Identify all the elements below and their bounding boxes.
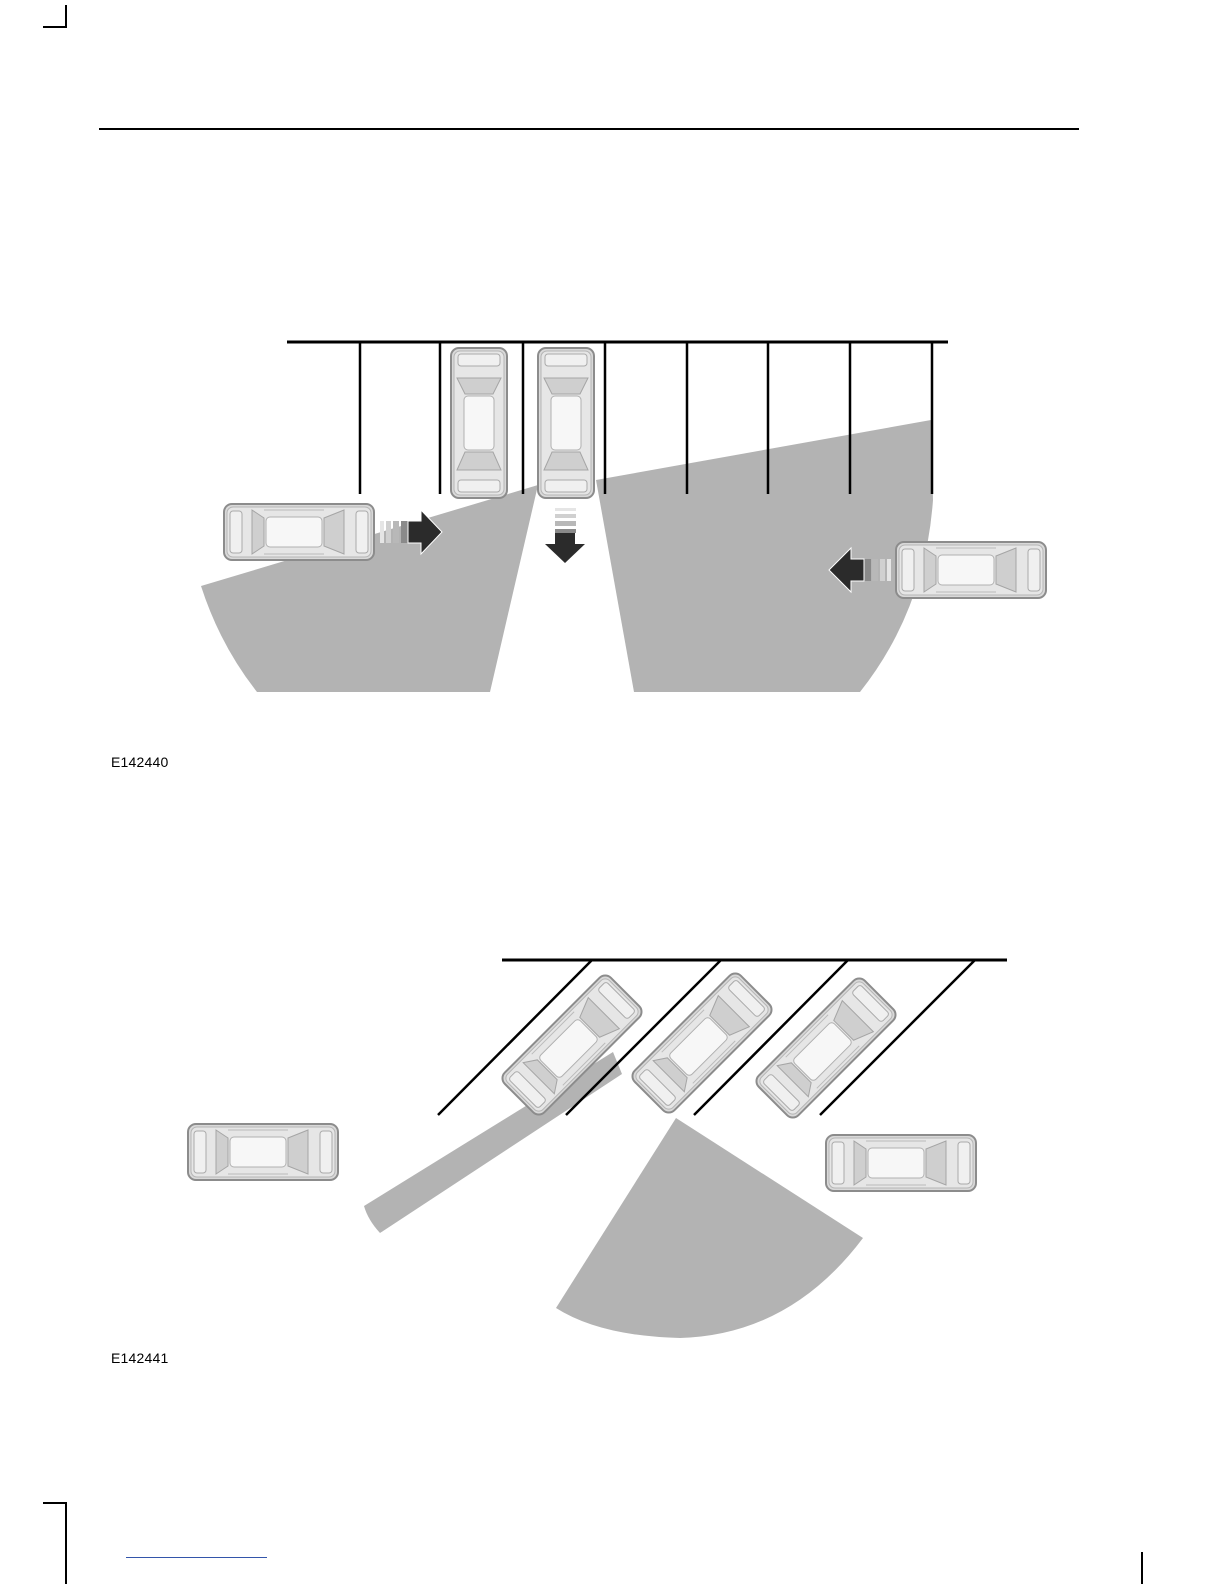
angled-parked-car-2 [629, 970, 775, 1116]
crop-mark-top-left-h [43, 26, 67, 28]
angled-parking-diagram [0, 950, 1224, 1350]
parked-car-1 [451, 348, 507, 498]
reversing-car [538, 348, 594, 498]
sensor-zone-wide [556, 1118, 863, 1338]
footer-link-underline[interactable] [126, 1557, 267, 1558]
arrow-down-icon [545, 508, 585, 563]
crop-mark-bottom-left-h [43, 1502, 67, 1504]
sensor-zone-right [596, 420, 933, 692]
approaching-car-left [188, 1124, 338, 1180]
perpendicular-parking-diagram [0, 300, 1224, 720]
figure-code-1: E142440 [111, 754, 168, 770]
approaching-car-right [896, 542, 1046, 598]
crop-mark-top-left-v [65, 5, 67, 27]
crop-mark-bottom-left-v [65, 1502, 67, 1584]
approaching-car-right [826, 1135, 976, 1191]
sensor-zone-narrow [364, 1052, 622, 1233]
approaching-car-left [224, 504, 374, 560]
crop-mark-bottom-right-v [1141, 1552, 1143, 1584]
figure-code-2: E142441 [111, 1350, 168, 1366]
header-rule [99, 128, 1079, 130]
angled-parked-car-3 [753, 975, 899, 1121]
